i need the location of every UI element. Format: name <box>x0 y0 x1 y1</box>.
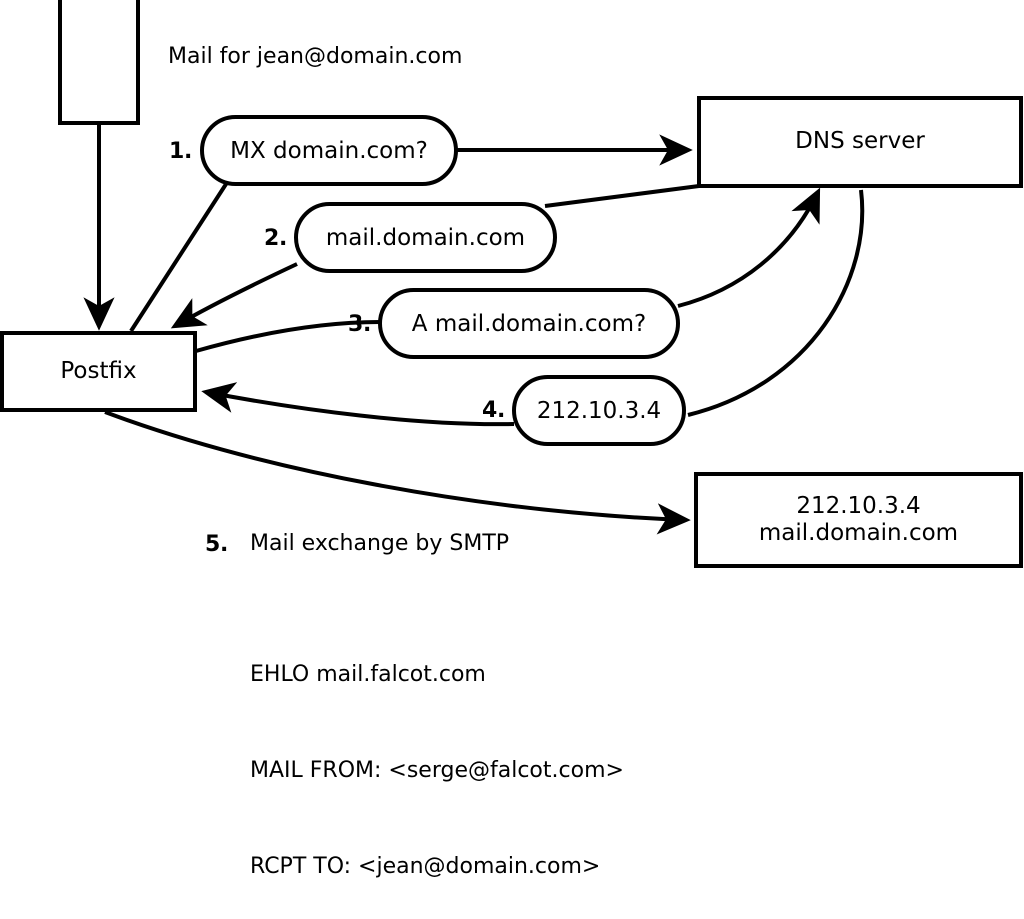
node-dns-server: DNS server <box>697 96 1023 188</box>
node-remote-mail-server-ip: 212.10.3.4 <box>796 492 921 519</box>
step-2-label: mail.domain.com <box>325 224 526 251</box>
step-4-bubble: 212.10.3.4 <box>512 375 686 446</box>
step-4-label: 212.10.3.4 <box>536 397 662 424</box>
step-1-label: MX domain.com? <box>230 137 428 164</box>
edge-step3-to-dns <box>677 187 821 308</box>
edge-step4-to-postfix <box>201 382 515 427</box>
node-sender-client <box>58 0 140 125</box>
step-2-number: 2. <box>264 226 288 251</box>
mail-for-note: Mail for jean@domain.com <box>168 44 463 69</box>
smtp-line: EHLO mail.falcot.com <box>250 662 486 687</box>
step-3-bubble: A mail.domain.com? <box>378 288 680 359</box>
step-3-number: 3. <box>348 312 372 337</box>
step-5-number: 5. <box>205 532 229 557</box>
node-remote-mail-server: 212.10.3.4 mail.domain.com <box>694 472 1023 568</box>
edge-step1-tail <box>129 179 230 333</box>
smtp-line: RCPT TO: <jean@domain.com> <box>250 854 601 879</box>
node-postfix-label: Postfix <box>60 357 137 384</box>
edge-dns-to-step4 <box>687 189 865 417</box>
smtp-line: MAIL FROM: <serge@falcot.com> <box>250 758 624 783</box>
edge-dns-to-step2 <box>544 184 700 208</box>
step-2-bubble: mail.domain.com <box>294 202 557 273</box>
step-5-label: Mail exchange by SMTP <box>250 531 510 556</box>
node-postfix: Postfix <box>0 331 197 412</box>
edge-step2-to-postfix <box>170 262 298 329</box>
edge-postfix-to-remote-server <box>104 410 691 535</box>
node-dns-server-label: DNS server <box>795 128 925 155</box>
node-remote-mail-server-hostname: mail.domain.com <box>758 520 959 546</box>
step-1-bubble: MX domain.com? <box>200 115 458 186</box>
smtp-transcript: EHLO mail.falcot.com MAIL FROM: <serge@f… <box>250 595 624 919</box>
step-3-label: A mail.domain.com? <box>411 310 647 337</box>
edge-postfix-to-step3 <box>195 320 381 353</box>
step-4-number: 4. <box>482 398 506 423</box>
step-1-number: 1. <box>169 139 193 164</box>
